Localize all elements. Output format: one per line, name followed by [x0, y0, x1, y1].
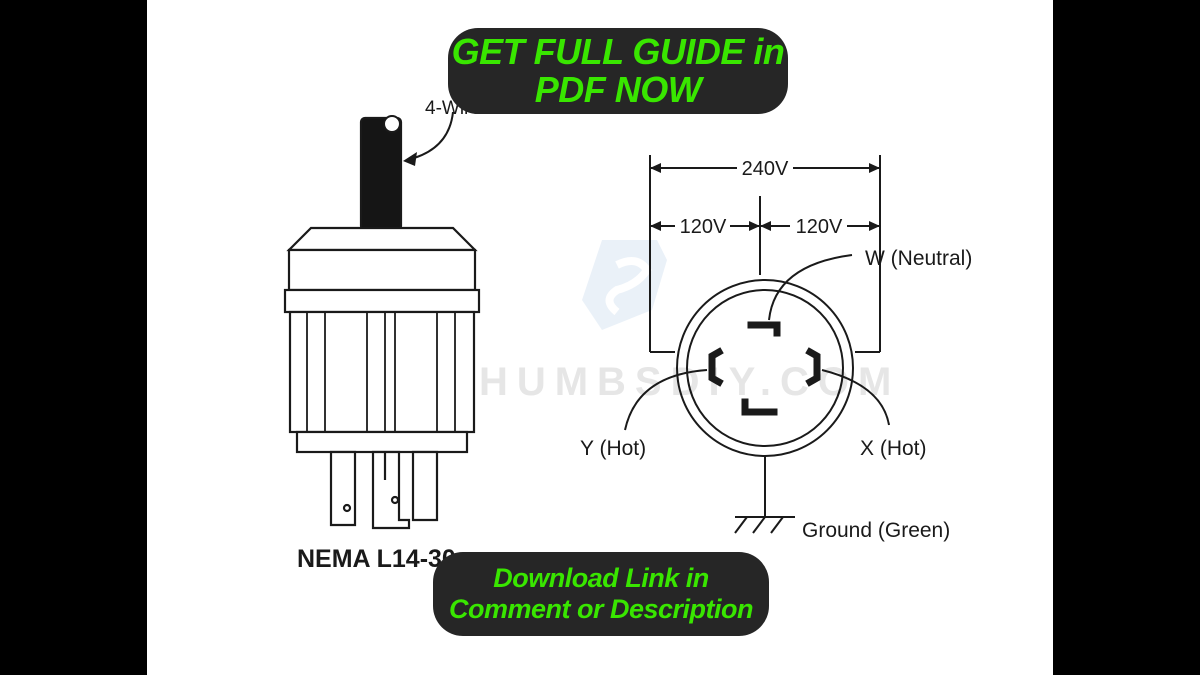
banner-bottom-line2: Comment or Description	[448, 594, 754, 624]
plug-illustration	[283, 111, 481, 530]
plug-cap-top	[286, 226, 478, 252]
plug-ribs	[306, 312, 456, 432]
cord-arrow	[406, 111, 454, 161]
diagram-canvas: ALLTHUMBSDIY.COM	[147, 0, 1053, 675]
receptacle-outer	[676, 279, 854, 457]
hot-x-label: X (Hot)	[860, 437, 927, 460]
voltage-120-left-label: 120V	[680, 216, 727, 238]
cord-wire-end	[383, 115, 401, 133]
hot-y-label: Y (Hot)	[580, 437, 646, 460]
plug-prongs	[329, 450, 439, 530]
cord	[359, 116, 403, 232]
plug-band	[283, 288, 481, 314]
hot-y-leader	[624, 369, 708, 431]
download-link-banner[interactable]: Download Link in Comment or Description	[433, 552, 769, 636]
voltage-240-label: 240V	[742, 158, 789, 180]
slot-ground	[741, 398, 778, 416]
dim-120-arrows	[650, 221, 880, 231]
ground-symbol	[734, 516, 784, 534]
neutral-label: W (Neutral)	[865, 247, 972, 270]
receptacle-slots	[708, 321, 821, 416]
model-label: NEMA L14-30	[297, 545, 456, 573]
banner-bottom-line1: Download Link in	[493, 563, 709, 593]
voltage-120-right-label: 120V	[796, 216, 843, 238]
ground-label: Ground (Green)	[802, 519, 950, 542]
neutral-leader	[768, 254, 853, 321]
plug-cap	[287, 248, 477, 292]
plug-body	[288, 310, 476, 434]
banner-top-line1: GET FULL GUIDE in	[451, 31, 785, 72]
hot-x-leader	[821, 369, 890, 426]
slot-x	[805, 347, 821, 387]
wiring-diagram: 4-Wire Cord Set NEMA L14-30	[283, 98, 972, 573]
plug-base	[295, 430, 469, 454]
slot-y	[708, 347, 724, 387]
get-guide-banner[interactable]: GET FULL GUIDE in PDF NOW	[448, 28, 788, 114]
cord-arrowhead	[403, 152, 417, 166]
banner-top-line2: PDF NOW	[534, 69, 702, 110]
watermark-logo	[582, 240, 667, 330]
slot-neutral	[747, 321, 781, 337]
schematic	[624, 155, 890, 534]
receptacle-inner	[686, 289, 844, 447]
